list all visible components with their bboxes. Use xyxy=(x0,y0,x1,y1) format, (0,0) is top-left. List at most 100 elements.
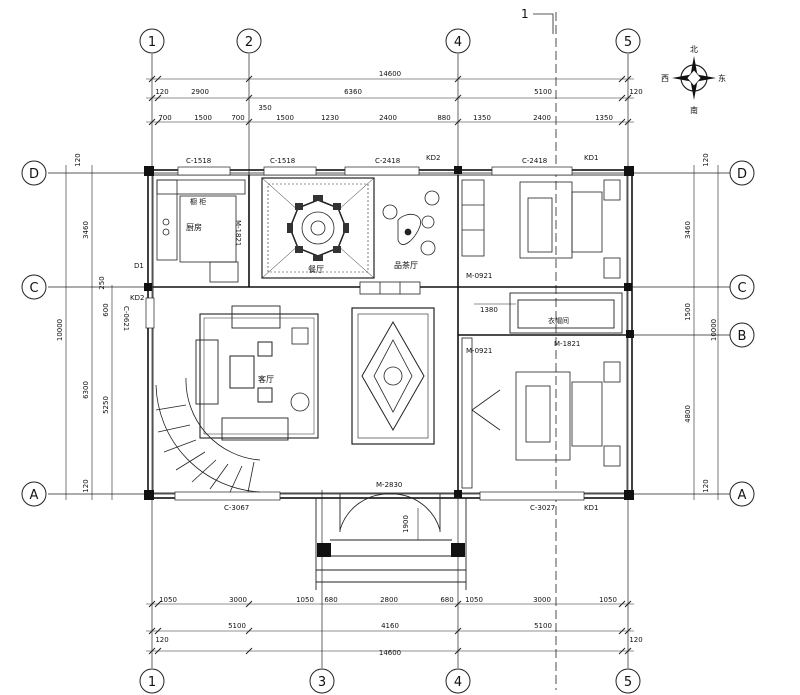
windows xyxy=(145,166,585,501)
dimension-tick xyxy=(148,118,156,126)
axis-bubble-bottom-5: 5 xyxy=(615,668,641,694)
dimension-tick xyxy=(624,600,632,608)
svg-text:C: C xyxy=(29,281,38,296)
svg-text:1230: 1230 xyxy=(321,114,339,122)
svg-text:1050: 1050 xyxy=(465,596,483,604)
svg-text:120: 120 xyxy=(155,636,168,644)
dimension-tick xyxy=(618,647,626,655)
svg-text:600: 600 xyxy=(102,303,110,316)
cloakroom-label: 衣帽间 xyxy=(548,316,569,325)
svg-text:D: D xyxy=(29,167,39,182)
svg-text:2800: 2800 xyxy=(380,596,398,604)
section-marker xyxy=(533,13,554,34)
compass-rose: 北 南 东 西 xyxy=(661,45,726,115)
dimension-tick xyxy=(154,647,162,655)
axis-bubble-right-B: B xyxy=(729,322,755,348)
dim-inner-1380: 1380 xyxy=(480,306,498,314)
axis-bubble-top-2: 2 xyxy=(236,28,262,54)
tea-room-label: 品茶厅 xyxy=(394,260,418,270)
svg-text:1500: 1500 xyxy=(194,114,212,122)
svg-text:1: 1 xyxy=(148,675,156,690)
svg-text:1350: 1350 xyxy=(595,114,613,122)
svg-text:3460: 3460 xyxy=(684,221,692,239)
axis-bubble-top-4: 4 xyxy=(445,28,471,54)
dimension-ticks xyxy=(148,75,632,655)
svg-text:1050: 1050 xyxy=(159,596,177,604)
dimension-tick xyxy=(618,75,626,83)
dimension-tick xyxy=(148,75,156,83)
svg-text:1500: 1500 xyxy=(684,303,692,321)
kitchen xyxy=(156,179,246,283)
axis-bubble-top-1: 1 xyxy=(139,28,165,54)
dimension-tick xyxy=(624,94,632,102)
svg-text:5250: 5250 xyxy=(102,396,110,414)
axis-bubble-right-D: D xyxy=(729,160,755,186)
svg-text:C-3027: C-3027 xyxy=(530,504,555,512)
dimension-tick xyxy=(154,118,162,126)
entrance-carpet xyxy=(351,307,435,445)
svg-text:KD1: KD1 xyxy=(584,154,598,162)
dim-top-total: 14600 xyxy=(379,70,401,78)
dimension-tick xyxy=(245,600,253,608)
dimension-chains xyxy=(65,78,719,652)
dimension-tick xyxy=(624,647,632,655)
living-room xyxy=(195,305,319,441)
svg-text:5100: 5100 xyxy=(534,88,552,96)
dimension-tick xyxy=(618,94,626,102)
svg-text:10000: 10000 xyxy=(56,319,64,341)
svg-text:4: 4 xyxy=(454,35,462,50)
svg-text:3000: 3000 xyxy=(533,596,551,604)
svg-text:120: 120 xyxy=(629,88,642,96)
svg-text:4: 4 xyxy=(454,675,462,690)
svg-text:1: 1 xyxy=(148,35,156,50)
svg-text:5100: 5100 xyxy=(534,622,552,630)
kitchen-label: 厨房 xyxy=(186,222,202,232)
svg-text:120: 120 xyxy=(702,153,710,166)
svg-text:120: 120 xyxy=(155,88,168,96)
axis-bubble-top-5: 5 xyxy=(615,28,641,54)
svg-text:C-1518: C-1518 xyxy=(186,157,211,165)
svg-text:D: D xyxy=(737,167,747,182)
dimension-text-top: 14600 120 2900 6360 5100 120 700 1500 70… xyxy=(155,70,642,122)
dimension-tick xyxy=(624,627,632,635)
svg-text:350: 350 xyxy=(258,104,271,112)
axis-bubble-bottom-3: 3 xyxy=(309,668,335,694)
dimension-text-left: 120 3460 250 600 6300 5250 120 10000 xyxy=(56,153,110,492)
axis-bubbles: 1 2 4 5 1 3 4 5 D C A D C B A xyxy=(21,28,755,694)
svg-text:5: 5 xyxy=(624,675,632,690)
dimension-tick xyxy=(148,647,156,655)
dimension-tick xyxy=(148,600,156,608)
axis-bubble-bottom-4: 4 xyxy=(445,668,471,694)
svg-text:D1: D1 xyxy=(134,262,144,270)
svg-text:4160: 4160 xyxy=(381,622,399,630)
svg-text:3: 3 xyxy=(318,675,326,690)
svg-text:C-2418: C-2418 xyxy=(375,157,400,165)
svg-text:1500: 1500 xyxy=(276,114,294,122)
dimension-tick xyxy=(154,627,162,635)
dim-bottom-total: 14600 xyxy=(379,649,401,657)
svg-text:120: 120 xyxy=(74,153,82,166)
dimension-tick xyxy=(618,118,626,126)
svg-text:M-0921: M-0921 xyxy=(466,347,492,355)
svg-text:680: 680 xyxy=(324,596,337,604)
axis-bubble-right-C: C xyxy=(729,274,755,300)
svg-text:880: 880 xyxy=(437,114,450,122)
svg-text:120: 120 xyxy=(629,636,642,644)
dimension-tick xyxy=(245,94,253,102)
svg-text:120: 120 xyxy=(702,479,710,492)
svg-text:2400: 2400 xyxy=(533,114,551,122)
axis-bubble-left-D: D xyxy=(21,160,47,186)
dimension-tick xyxy=(454,94,462,102)
svg-text:M-0921: M-0921 xyxy=(466,272,492,280)
dimension-tick xyxy=(624,75,632,83)
dimension-tick xyxy=(245,647,253,655)
structural-columns xyxy=(144,166,634,557)
svg-text:1350: 1350 xyxy=(473,114,491,122)
compass-east: 东 xyxy=(718,73,726,83)
svg-text:C-0621: C-0621 xyxy=(122,306,130,331)
svg-text:M-1821: M-1821 xyxy=(234,220,242,246)
opening-labels: C-1518 C-1518 C-2418 KD2 C-2418 KD1 M-18… xyxy=(122,154,598,512)
dining-chairs xyxy=(287,195,349,261)
foyer-cabinet xyxy=(359,281,421,295)
